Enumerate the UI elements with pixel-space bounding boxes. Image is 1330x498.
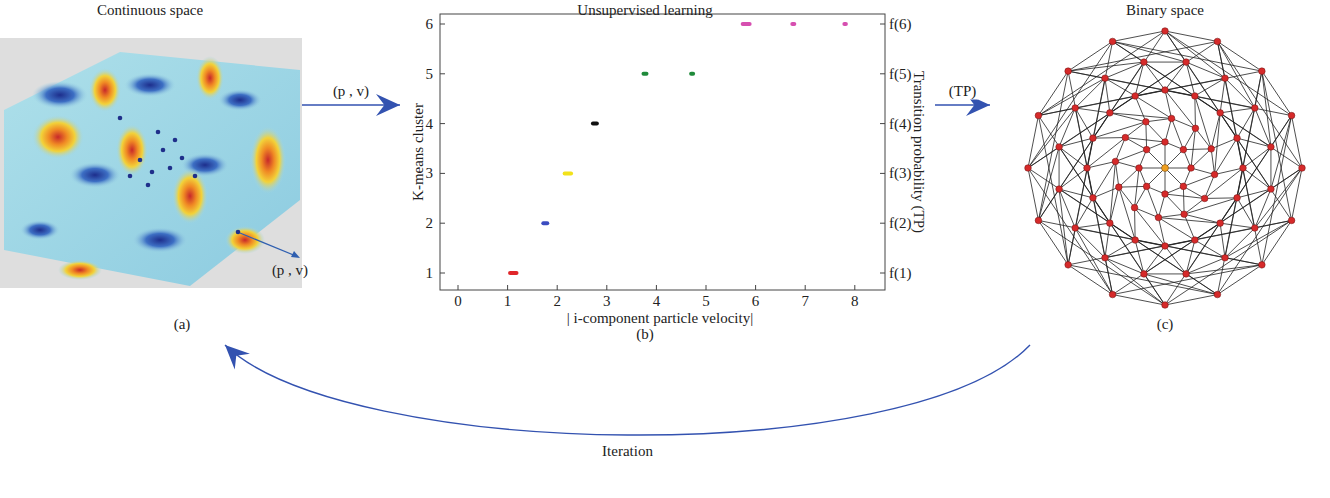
surface-plot: [0, 38, 302, 288]
tick-label: f(3): [889, 166, 912, 181]
figure-panel: Continuous space (a): [0, 0, 302, 345]
edge-label: (p , v): [331, 83, 371, 100]
panel-title: Continuous space: [97, 2, 203, 19]
figure-panel: Binary space (c): [990, 0, 1325, 345]
tick-label: 3: [426, 166, 434, 181]
panel-letter: (b): [636, 326, 654, 343]
flow-arrow: [225, 345, 1030, 435]
network-graph: [1025, 28, 1306, 309]
tick-label: f(4): [889, 116, 912, 131]
axis-title: K-means cluster: [411, 103, 426, 201]
tick-label: 0: [454, 294, 462, 309]
tick-label: 2: [426, 216, 434, 231]
tick-label: 6: [752, 294, 760, 309]
tick-label: 5: [702, 294, 710, 309]
axis-title: | i-component particle velocity|: [567, 311, 753, 326]
axis-title: Transition probability (TP): [911, 71, 926, 233]
tick-label: 8: [851, 294, 859, 309]
tick-label: 3: [603, 294, 611, 309]
tick-label: f(1): [889, 266, 912, 281]
tick-label: f(2): [889, 216, 912, 231]
tick-label: 4: [653, 294, 661, 309]
panel-title: Unsupervised learning: [577, 2, 712, 19]
tick-label: 4: [426, 116, 434, 131]
tick-label: f(6): [889, 17, 912, 32]
tick-label: 5: [426, 66, 434, 81]
panel-title: Binary space: [1126, 2, 1204, 19]
tick-label: 1: [426, 266, 434, 281]
tick-label: 7: [801, 294, 809, 309]
scatter-chart: [440, 14, 885, 290]
panel-letter: (c): [1157, 316, 1174, 333]
tick-label: 6: [426, 17, 434, 32]
tick-label: f(5): [889, 66, 912, 81]
panel-letter: (a): [174, 316, 191, 333]
vector-label: (p , v): [272, 263, 308, 278]
edge-label: Iteration: [600, 443, 655, 460]
tick-label: 2: [553, 294, 561, 309]
tick-label: 1: [504, 294, 512, 309]
edge-label: (TP): [947, 83, 979, 100]
